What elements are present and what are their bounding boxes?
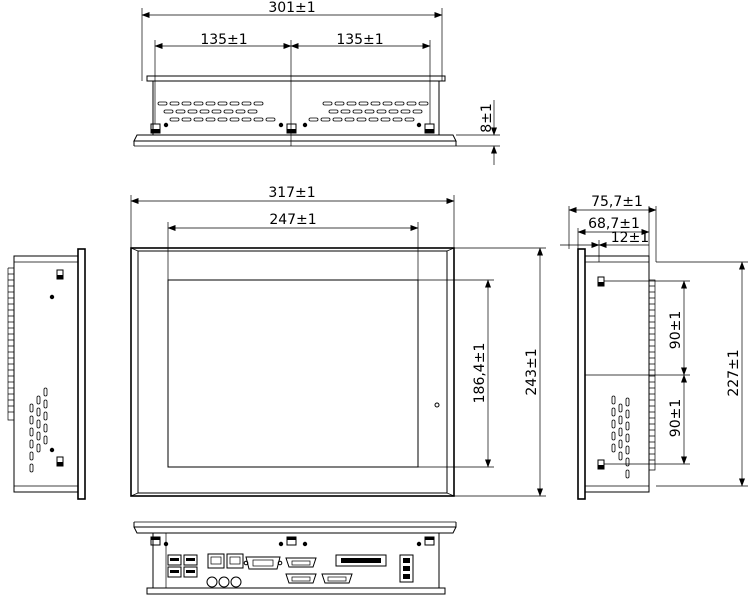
lan-ports	[207, 553, 244, 569]
left-side-view	[7, 248, 86, 500]
right-side-vents	[611, 395, 630, 479]
dim-side-depth-total: 75,7±1	[591, 194, 643, 210]
right-side-view: 75,7±1 68,7±1 12±1 90±1 90±1 227±1	[560, 194, 748, 500]
dim-side-depth-body: 68,7±1	[588, 216, 640, 232]
serial-ports	[243, 556, 353, 584]
usb-ports	[167, 554, 198, 578]
left-side-vents	[29, 387, 48, 473]
dim-top-left-half: 135±1	[200, 32, 247, 48]
dim-top-right-half: 135±1	[336, 32, 383, 48]
dim-front-window-height: 186,4±1	[472, 343, 488, 404]
dim-side-upper-pitch: 90±1	[668, 311, 684, 349]
dim-side-lower-pitch: 90±1	[668, 399, 684, 437]
dim-front-window: 247±1	[269, 212, 316, 228]
top-dimension-lines	[141, 8, 500, 165]
bottom-mount-clips	[150, 536, 435, 547]
top-view: 301±1 135±1 135±1 8±1	[133, 0, 500, 165]
front-view: 317±1 247±1 186,4±1 243±1	[130, 185, 546, 497]
power-terminal	[399, 554, 414, 583]
front-dimension-lines	[130, 195, 546, 497]
dim-side-height: 227±1	[726, 349, 742, 396]
right-dimension-lines	[560, 206, 748, 487]
expansion-connector	[335, 554, 387, 567]
dim-front-height: 243±1	[524, 348, 540, 395]
dim-top-overall: 301±1	[268, 0, 315, 16]
bottom-view	[133, 521, 457, 595]
top-vent-slots	[157, 101, 429, 122]
top-mount-clips	[150, 122, 435, 134]
audio-jacks	[206, 576, 242, 588]
dim-front-width: 317±1	[268, 185, 315, 201]
left-side-fins	[8, 273, 14, 413]
right-side-fins	[649, 285, 655, 461]
dim-top-depth: 8±1	[479, 103, 495, 133]
dim-side-depth-bezel: 12±1	[611, 230, 649, 246]
